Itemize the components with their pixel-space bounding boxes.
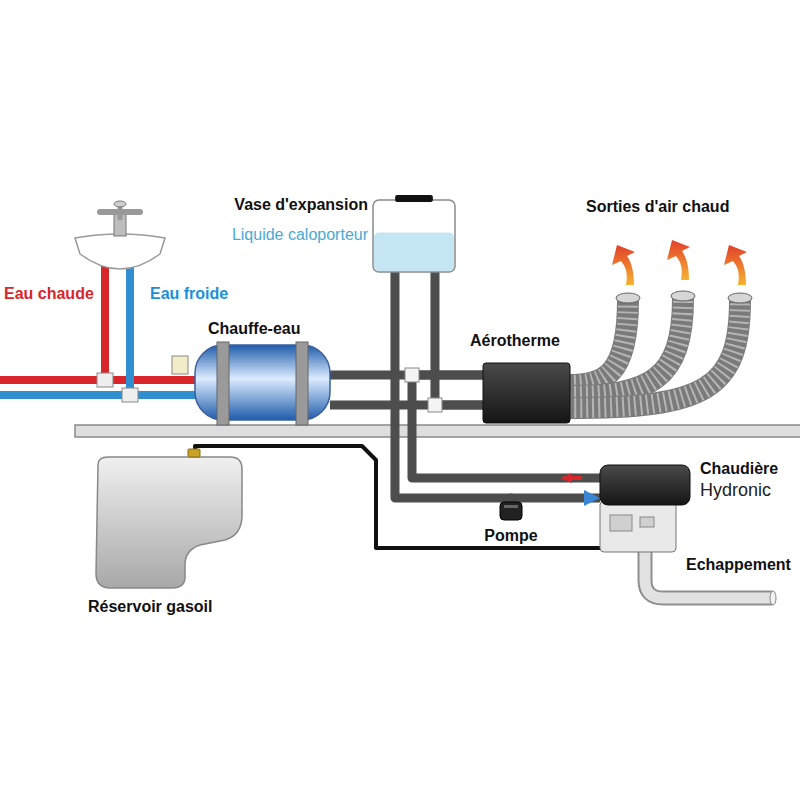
pump-body — [504, 505, 518, 508]
air-ducts — [568, 298, 683, 396]
hot-water-label: Eau chaude — [4, 285, 94, 303]
water-pipes — [101, 262, 109, 380]
hot-air-arrow — [724, 245, 747, 285]
water-pipes — [122, 388, 138, 402]
component-label: Réservoir gasoil — [88, 598, 213, 616]
component-label: Chauffe-eau — [208, 320, 300, 338]
tee-fitting — [405, 368, 419, 382]
tee-fitting — [405, 368, 442, 412]
control-panel — [640, 517, 654, 527]
water-pipes — [97, 373, 113, 387]
flow-arrow — [560, 473, 582, 483]
exhaust-label: Echappement — [686, 556, 791, 574]
tank-strap — [296, 342, 308, 425]
air-ducts — [568, 298, 683, 396]
water-heater: Chauffe-eau — [195, 345, 330, 420]
tee-fitting — [428, 398, 442, 412]
air-ducts — [568, 300, 628, 385]
component-label: Vase d'expansion — [234, 196, 368, 214]
pump: Pompe — [500, 502, 522, 520]
water-heater-tank — [195, 345, 330, 420]
fuel-line — [195, 446, 600, 548]
fuel-tank: Réservoir gasoil — [90, 455, 245, 590]
hot-air-arrow — [667, 240, 690, 280]
sink — [118, 206, 123, 218]
air-ducts — [568, 300, 740, 408]
water-heater-shape — [195, 345, 330, 420]
floor-band — [75, 425, 800, 437]
sink — [75, 234, 165, 269]
air-ducts — [568, 300, 628, 385]
expansion-vessel: Vase d'expansionLiquide caloporteur — [373, 200, 455, 272]
boiler-base — [600, 501, 676, 552]
pump-shape — [500, 502, 522, 520]
air-ducts — [568, 300, 740, 408]
fuel-tank — [96, 457, 242, 588]
coolant-level — [374, 232, 454, 271]
air-heater: Aérotherme — [483, 363, 570, 423]
flow-arrow — [572, 476, 582, 480]
pump-body — [500, 502, 522, 520]
component-label: Aérotherme — [470, 332, 560, 350]
expansion-vessel-shape — [373, 200, 455, 272]
flow-arrow — [560, 473, 572, 483]
coolant-pipe — [511, 498, 600, 502]
water-pipes — [0, 262, 198, 402]
water-pipes — [172, 356, 188, 374]
vessel-body — [373, 200, 455, 272]
cold-water-label: Eau froide — [150, 285, 228, 303]
air-ducts — [728, 293, 752, 303]
vessel-cap — [395, 195, 433, 202]
component-sublabel: Hydronic — [700, 480, 771, 501]
tank-strap — [217, 342, 229, 425]
outlet-label: Sorties d'air chaud — [586, 198, 729, 216]
floor-band — [75, 425, 800, 437]
boiler-cover — [600, 465, 690, 505]
component-label: Chaudière — [700, 460, 778, 478]
air-heater-shape — [483, 363, 570, 423]
water-pipes — [0, 391, 198, 399]
hot-air-arrow — [612, 240, 747, 285]
water-pipes — [126, 266, 134, 395]
hot-air-arrow — [612, 245, 635, 285]
fuel-tank-shape — [90, 455, 245, 590]
component-sublabel: Liquide caloporteur — [232, 226, 368, 244]
component-label: Pompe — [484, 527, 537, 545]
heater-box — [483, 363, 570, 423]
air-ducts — [616, 293, 640, 303]
sink — [75, 201, 165, 269]
air-ducts — [671, 291, 695, 301]
sink — [114, 201, 126, 207]
air-ducts — [568, 291, 752, 408]
exhaust-pipe — [770, 591, 776, 605]
tank-fitting — [188, 449, 200, 457]
boiler: ChaudièreHydronic — [600, 465, 690, 552]
control-panel — [610, 515, 632, 531]
boiler-shape — [600, 465, 690, 552]
